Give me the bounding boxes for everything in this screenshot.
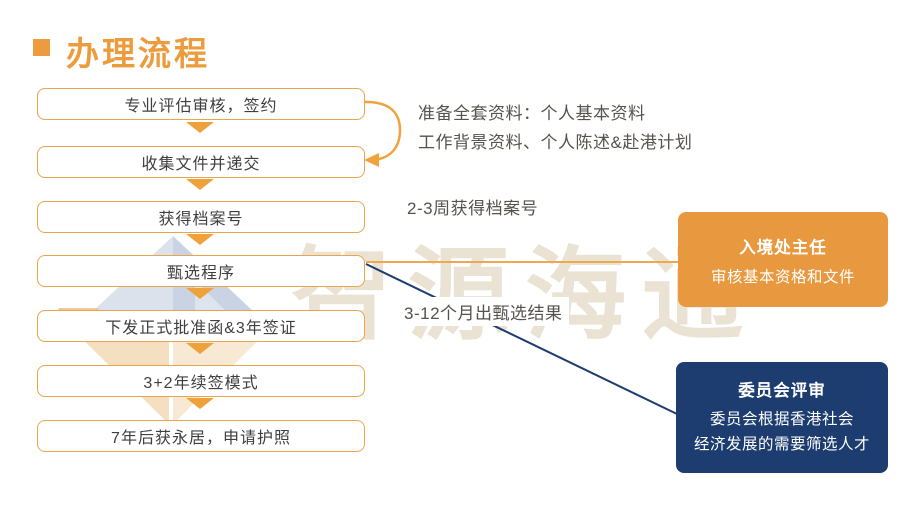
callout-immigration-director: 入境处主任 审核基本资格和文件 xyxy=(678,212,888,307)
callout-committee-body: 委员会根据香港社会 经济发展的需要筛选人才 xyxy=(676,407,888,457)
flow-step-5: 下发正式批准函&3年签证 xyxy=(37,310,365,342)
down-arrow-icon xyxy=(186,288,214,299)
down-arrow-icon xyxy=(186,122,214,133)
down-arrow-icon xyxy=(186,179,214,190)
flow-step-1: 专业评估审核，签约 xyxy=(37,88,365,120)
watermark-brand-text: 智源海通 xyxy=(291,240,760,352)
title-bullet-icon xyxy=(33,39,50,56)
callout-director-title: 入境处主任 xyxy=(739,239,827,257)
down-arrow-icon xyxy=(186,343,214,354)
note-prepare-line1: 准备全套资料：个人基本资料 xyxy=(418,104,646,123)
flow-step-6: 3+2年续签模式 xyxy=(37,365,365,397)
note-prepare-documents: 准备全套资料：个人基本资料 工作背景资料、个人陈述&赴港计划 xyxy=(418,99,692,157)
loop-arrow-icon xyxy=(364,100,402,167)
flow-step-7: 7年后获永居，申请护照 xyxy=(37,420,365,452)
callout-committee-title: 委员会评审 xyxy=(738,382,826,400)
flow-step-4: 甄选程序 xyxy=(37,255,365,287)
flow-step-3: 获得档案号 xyxy=(37,201,365,233)
note-file-number: 2-3周获得档案号 xyxy=(407,199,539,218)
callout-committee-line2: 经济发展的需要筛选人才 xyxy=(693,436,870,453)
down-arrow-icon xyxy=(186,234,214,245)
callout-committee-review: 委员会评审 委员会根据香港社会 经济发展的需要筛选人才 xyxy=(676,362,888,473)
flow-step-2: 收集文件并递交 xyxy=(37,146,365,178)
down-arrow-icon xyxy=(186,398,214,409)
note-selection-result: 3-12个月出甄选结果 xyxy=(398,297,569,326)
callout-director-body: 审核基本资格和文件 xyxy=(710,269,855,286)
note-prepare-line2: 工作背景资料、个人陈述&赴港计划 xyxy=(418,133,693,152)
page-title: 办理流程 xyxy=(66,35,210,72)
callout-committee-line1: 委员会根据香港社会 xyxy=(709,411,854,428)
connector-line-committee xyxy=(365,263,678,415)
